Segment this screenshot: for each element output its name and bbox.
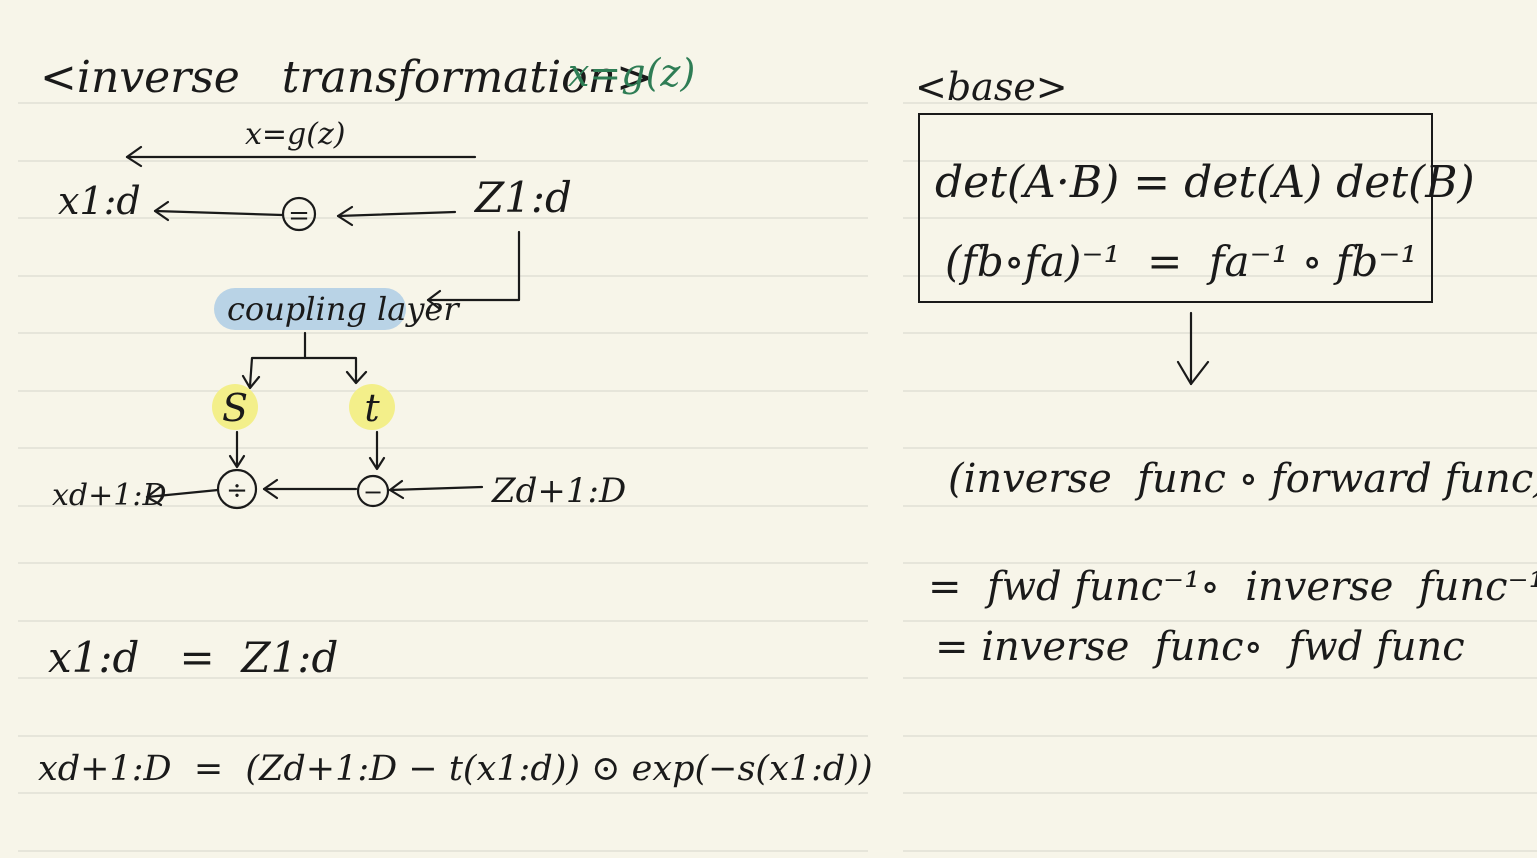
top-arrow-label: x=g(z) (245, 117, 345, 152)
inverse-transformation-title: <inverse transformation> (40, 52, 653, 103)
minus-operator-node: − (356, 474, 390, 508)
det-identity: det(A·B) = det(A) det(B) (935, 157, 1475, 208)
equation-x-1d: x1:d = Z1:d (48, 633, 338, 682)
minus-operator: − (363, 478, 383, 506)
base-title: <base> (915, 65, 1068, 109)
z-1d-label: Z1:d (473, 173, 572, 222)
ruled-lines-right (903, 102, 1537, 852)
inverse-fwd-line: = inverse func∘ fwd func (935, 624, 1465, 670)
arrow-t-down (368, 430, 386, 471)
t-highlight (349, 384, 395, 430)
arrow-z-to-coupling (426, 230, 521, 311)
coupling-layer-label: coupling layer (227, 290, 460, 328)
fwd-inverse-line: = fwd func⁻¹∘ inverse func⁻¹ (928, 564, 1537, 610)
arrow-s-down (228, 430, 246, 469)
z-d1D-label: Zd+1:D (491, 471, 626, 511)
title-note-green: x=g(z) (568, 51, 695, 95)
inverse-composition-identity: (fb∘fa)⁻¹ = fa⁻¹ ∘ fb⁻¹ (945, 237, 1417, 286)
equal-operator-node: = (281, 196, 317, 232)
coupling-split-arrows (241, 331, 368, 390)
divide-operator: ÷ (226, 476, 248, 506)
down-arrow (1176, 311, 1210, 386)
arrow-div-to-x (145, 485, 220, 507)
inverse-forward-line: (inverse func ∘ forward func)⁻¹ (948, 456, 1537, 502)
x-1d-label: x1:d (58, 179, 141, 223)
s-label: S (222, 386, 248, 430)
arrow-equal-to-x (153, 200, 284, 222)
ruled-lines-left (18, 102, 868, 852)
equal-operator: = (288, 201, 310, 231)
top-arrow (125, 145, 477, 168)
divide-operator-node: ÷ (216, 468, 258, 510)
equation-x-d1D: xd+1:D = (Zd+1:D − t(x1:d)) ⊙ exp(−s(x1:… (38, 749, 873, 789)
arrow-z-to-equal (336, 205, 457, 227)
identity-box (918, 113, 1433, 303)
arrow-minus-to-div (262, 478, 358, 500)
arrow-z-to-minus (388, 479, 484, 500)
t-label: t (364, 386, 380, 430)
coupling-layer-highlight (214, 288, 406, 330)
s-highlight (212, 384, 258, 430)
